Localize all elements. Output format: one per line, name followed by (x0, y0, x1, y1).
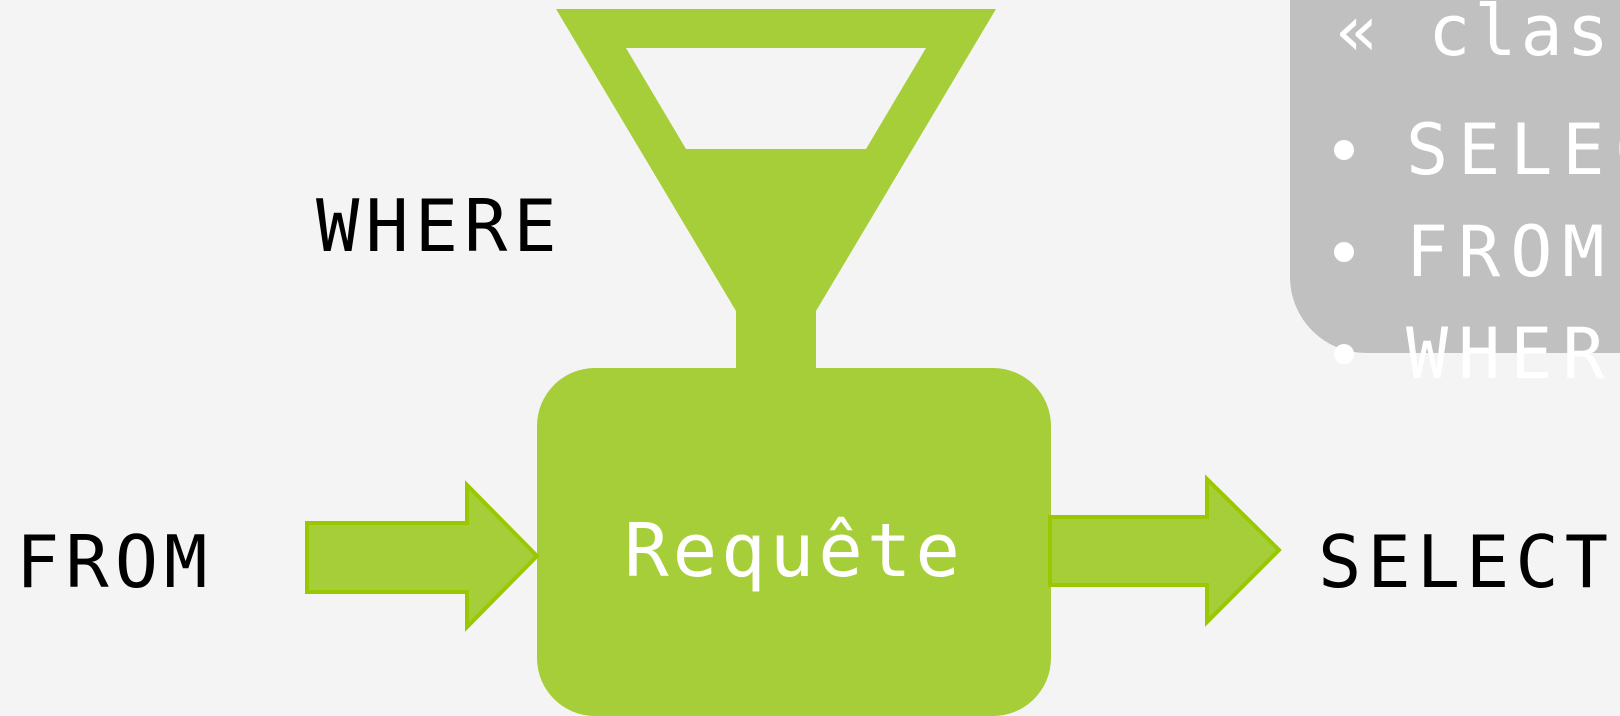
side-panel-item-text: FROM (1406, 211, 1615, 293)
output-arrow-icon (1048, 474, 1282, 627)
side-panel-item: WHERE (1334, 303, 1620, 405)
input-arrow-icon (305, 480, 540, 632)
side-panel-list: SELEC FROM WHERE (1334, 99, 1620, 405)
bullet-icon (1334, 242, 1354, 262)
funnel-icon (556, 9, 996, 370)
bullet-icon (1334, 344, 1354, 364)
side-panel (1290, 0, 1620, 353)
side-panel-item: FROM (1334, 201, 1620, 303)
side-panel-item-text: SELEC (1406, 109, 1620, 191)
side-panel-item: SELEC (1334, 99, 1620, 201)
query-label: Requête (624, 508, 964, 594)
output-label: SELECT (1318, 520, 1615, 604)
side-panel-item-text: WHERE (1406, 313, 1620, 395)
filter-label: WHERE (316, 184, 563, 268)
funnel-shape (556, 9, 996, 370)
input-label: FROM (16, 520, 214, 604)
side-panel-title: « clas (1336, 0, 1613, 72)
query-box (537, 368, 1051, 716)
bullet-icon (1334, 140, 1354, 160)
